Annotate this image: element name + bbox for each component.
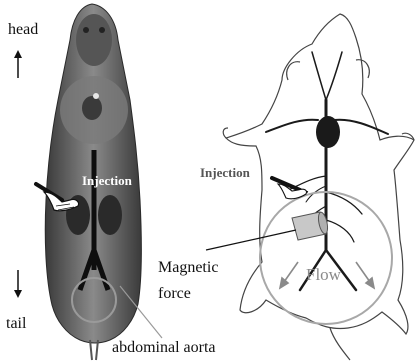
tail-label: tail <box>6 316 26 332</box>
mouse-diagram <box>223 14 414 360</box>
injection-label-left: Injection <box>82 174 132 187</box>
injection-label-right: Injection <box>200 166 250 179</box>
arrow-up-icon <box>14 50 22 78</box>
mouse-tail <box>330 328 350 360</box>
scan-eye <box>99 27 105 33</box>
magnetic-force-pointer <box>206 230 296 250</box>
scan-kidney-right <box>98 195 122 235</box>
scan-head <box>76 14 112 66</box>
scan-heart <box>82 96 102 120</box>
vessel-network <box>266 52 388 290</box>
scan-bright-spot <box>93 93 99 99</box>
magnetic-label: Magnetic <box>158 260 218 276</box>
flow-label: Flow <box>306 266 341 283</box>
cylindrical-magnet-icon <box>292 211 329 240</box>
scan-eye <box>83 27 89 33</box>
mouse-ear <box>287 62 300 80</box>
heart <box>316 116 340 148</box>
arrow-down-icon <box>14 270 22 298</box>
mouse-foot <box>223 128 228 138</box>
force-label: force <box>158 286 191 302</box>
syringe-hand-icon <box>272 178 308 199</box>
abdominal-aorta-label: abdominal aorta <box>112 340 216 356</box>
head-label: head <box>8 22 38 38</box>
